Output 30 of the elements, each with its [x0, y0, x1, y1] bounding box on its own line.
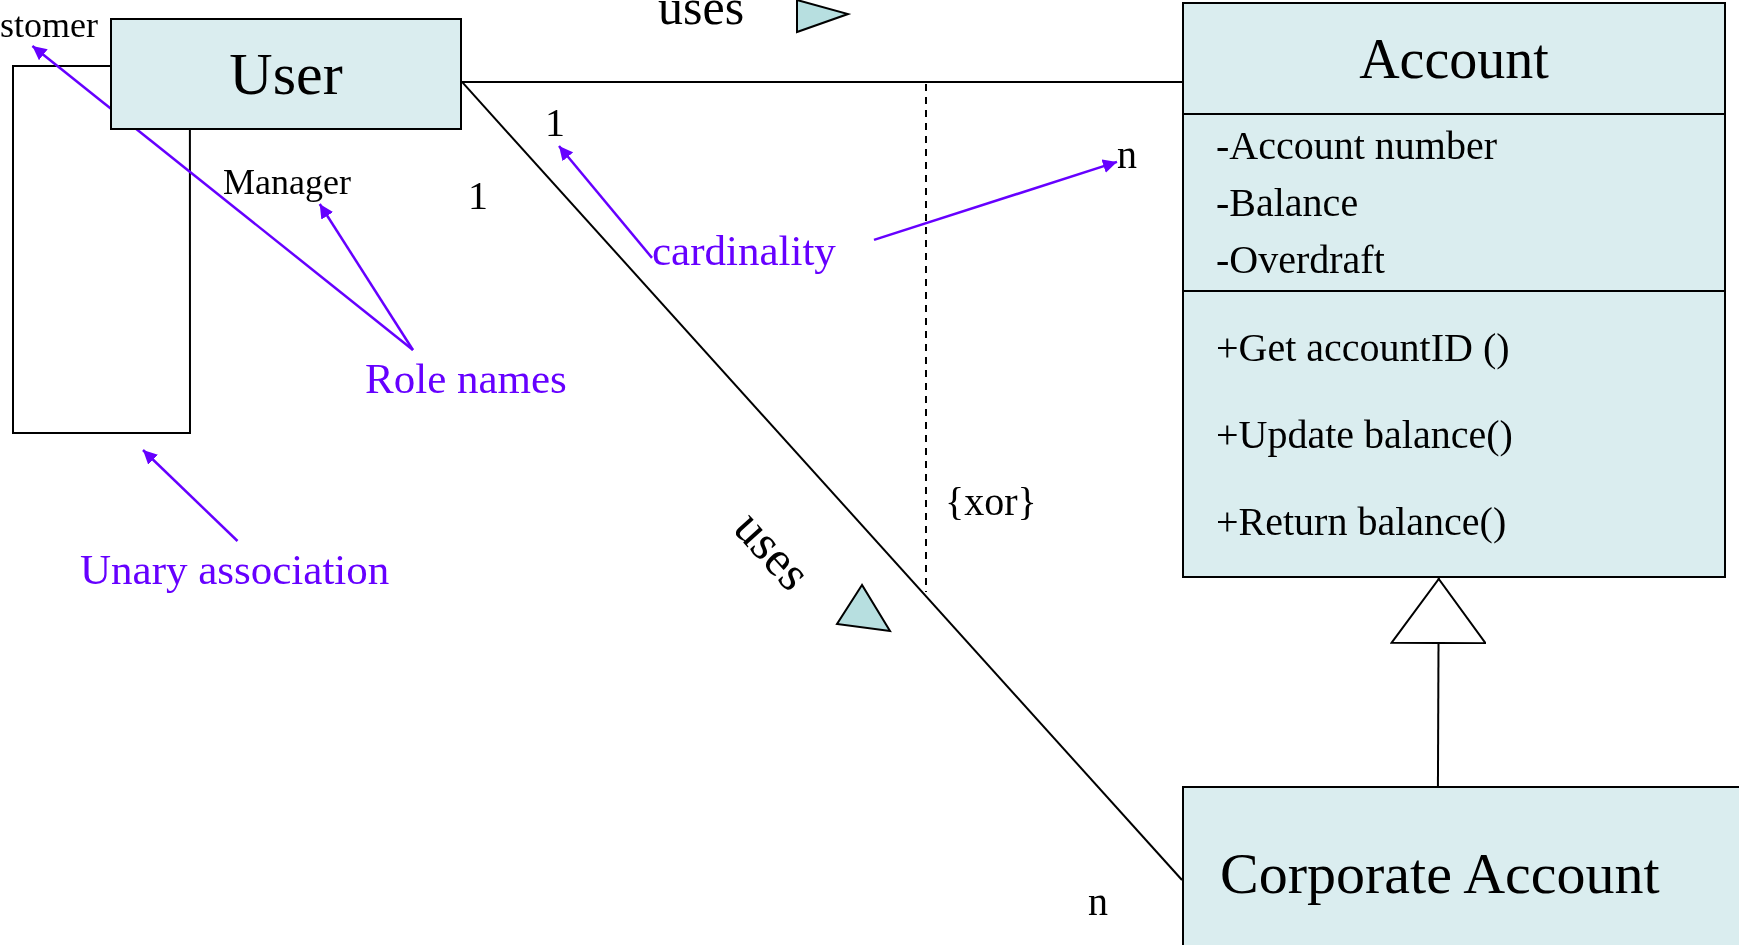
leader-line — [318, 203, 415, 351]
leader-line — [142, 449, 239, 542]
annotation-label: 1 — [545, 100, 573, 146]
annotation-label: cardinality — [652, 222, 874, 278]
class-name: Account — [1359, 30, 1549, 87]
class-box: User — [110, 18, 462, 130]
method-text: +Get accountID () — [1216, 323, 1511, 372]
diagram-label: {xor} — [945, 482, 1037, 522]
diagram-label: n — [1088, 882, 1108, 922]
class-box: Corporate Account — [1182, 786, 1739, 945]
association-line — [461, 80, 1183, 881]
attribute-text: -Overdraft — [1216, 236, 1386, 284]
annotation-label: Unary association — [80, 541, 430, 597]
generalization-arrow — [1390, 577, 1487, 787]
attribute-text: -Account number — [1216, 122, 1498, 170]
method-text: +Update balance() — [1216, 410, 1514, 459]
annotation-label: n — [1117, 132, 1149, 178]
diagram-label: 1 — [468, 176, 488, 216]
leader-line — [558, 145, 653, 259]
leader-line — [873, 159, 1118, 242]
association-line — [12, 65, 191, 434]
diagram-label: uses — [725, 501, 821, 599]
class-box — [1182, 2, 1726, 578]
annotation-label: Role names — [365, 350, 599, 406]
attribute-text: -Balance — [1216, 179, 1360, 227]
leader-line — [31, 45, 414, 351]
method-text: +Return balance() — [1216, 497, 1508, 546]
annotation-label: Manager — [223, 160, 379, 204]
diagram-label: uses — [658, 0, 745, 32]
annotation-label: stomer — [0, 4, 108, 46]
